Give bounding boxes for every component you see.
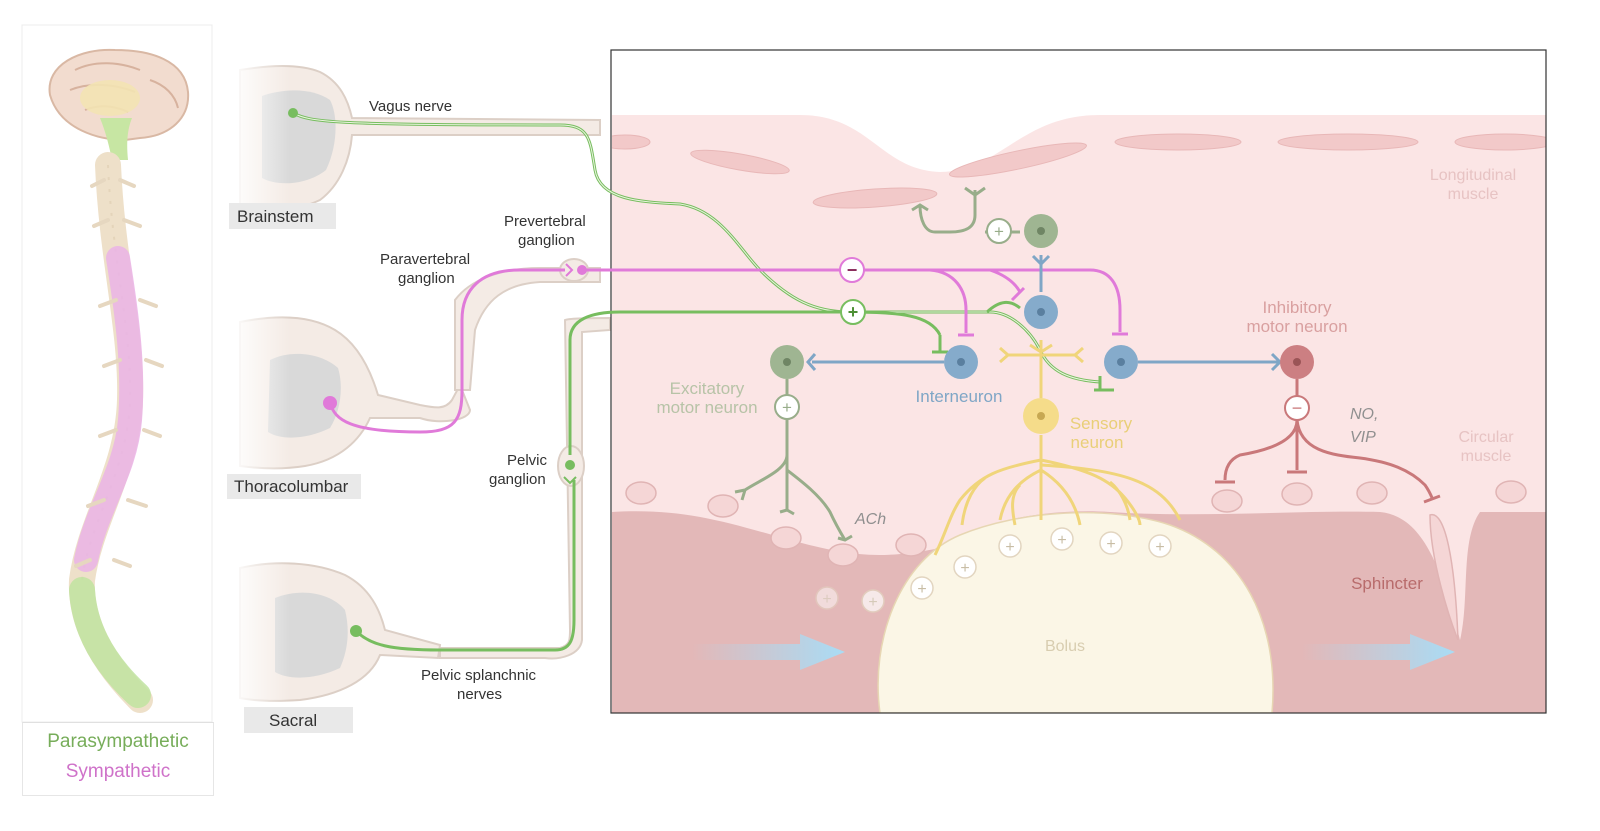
plus-sign: +: [848, 302, 859, 322]
novip-label-1: NO,: [1350, 406, 1378, 423]
ach-label: ACh: [854, 511, 886, 528]
longitudinal-muscle-label-1: Longitudinal: [1430, 167, 1516, 184]
prevertebral-label-1: Prevertebral: [504, 213, 586, 230]
thoracolumbar-label: Thoracolumbar: [234, 477, 349, 496]
circular-muscle-label-2: muscle: [1461, 448, 1512, 465]
sacral-label-box: [244, 707, 353, 733]
sensory-neuron: [933, 340, 1182, 556]
brain-spine-illustration: [21, 24, 213, 723]
paravertebral-label-1: Paravertebral: [380, 251, 470, 268]
plus-sign: +: [782, 398, 792, 417]
inhibitory-motor-neuron: [1215, 345, 1441, 504]
brainstem-section: [230, 60, 601, 220]
pelvic-ganglion-label-1: Pelvic: [507, 452, 548, 469]
legend: Parasympathetic Sympathetic: [22, 722, 214, 796]
prevertebral-label-2: ganglion: [518, 232, 575, 249]
paravertebral-label-2: ganglion: [398, 270, 455, 287]
inhibitory-label-2: motor neuron: [1246, 317, 1347, 336]
legend-parasympathetic: Parasympathetic: [47, 731, 189, 752]
gut-panel-frame: [610, 49, 1547, 714]
sensory-label-1: Sensory: [1070, 414, 1133, 433]
plus-sign-markers: + + +: [774, 218, 1012, 420]
flow-arrow-right: [1302, 634, 1455, 670]
plus-sign: +: [1106, 536, 1115, 553]
interneuron-left: [806, 345, 978, 379]
sacral-section: [230, 555, 442, 705]
thoracolumbar-label-box: [227, 474, 361, 499]
plus-sign: +: [1005, 539, 1014, 556]
circular-muscle-label-1: Circular: [1458, 429, 1514, 446]
plus-sign: +: [994, 222, 1004, 241]
plus-sign: +: [1155, 539, 1164, 556]
flow-arrow-left: [692, 634, 845, 670]
vagus-origin-dot: [288, 108, 298, 118]
pelvic-ganglion-dot: [565, 460, 575, 470]
bolus-label: Bolus: [1045, 638, 1085, 655]
sacral-origin-dot: [350, 625, 362, 637]
thoracolumbar-origin-dot: [323, 396, 337, 410]
brainstem-label: Brainstem: [237, 207, 314, 226]
brainstem-label-box: [229, 203, 336, 229]
longitudinal-muscle-label-2: muscle: [1448, 186, 1499, 203]
splanchnic-label-1: Pelvic splanchnic: [421, 667, 537, 684]
sensory-neuron-body: [1023, 398, 1059, 434]
inhibitory-label-1: Inhibitory: [1263, 298, 1332, 317]
excitatory-label-1: Excitatory: [670, 379, 745, 398]
minus-sign: −: [847, 260, 858, 280]
minus-sign: −: [1292, 398, 1303, 418]
thoracolumbar-section: [230, 310, 472, 475]
splanchnic-label-2: nerves: [457, 686, 502, 703]
sphincter-label: Sphincter: [1351, 574, 1423, 593]
interneuron-top: [1024, 254, 1058, 329]
pelvic-ganglion-label-2: ganglion: [489, 471, 546, 488]
interneuron-label: Interneuron: [916, 387, 1003, 406]
plus-sign: +: [1057, 532, 1066, 549]
excitatory-neuron-top: [911, 186, 1058, 248]
sacral-label: Sacral: [269, 711, 317, 730]
bolus-plus-signs: + + + + + + + +: [822, 532, 1164, 611]
sympathetic-fiber-gut: [582, 268, 1128, 337]
excitatory-label-2: motor neuron: [656, 398, 757, 417]
plus-sign: +: [917, 581, 926, 598]
plus-sign: +: [960, 560, 969, 577]
legend-sympathetic: Sympathetic: [65, 761, 171, 782]
plus-sign: +: [868, 594, 877, 611]
plus-sign: +: [822, 591, 831, 608]
minus-sign-markers: − −: [839, 257, 1310, 421]
bolus-shape: [877, 511, 1274, 713]
novip-label-2: VIP: [1350, 429, 1376, 446]
bolus-plus-markers: [815, 527, 1172, 613]
excitatory-motor-neuron: [734, 345, 853, 542]
sympathetic-fiber: [328, 268, 565, 434]
sensory-label-2: neuron: [1071, 433, 1124, 452]
vagus-nerve-label: Vagus nerve: [369, 98, 452, 115]
